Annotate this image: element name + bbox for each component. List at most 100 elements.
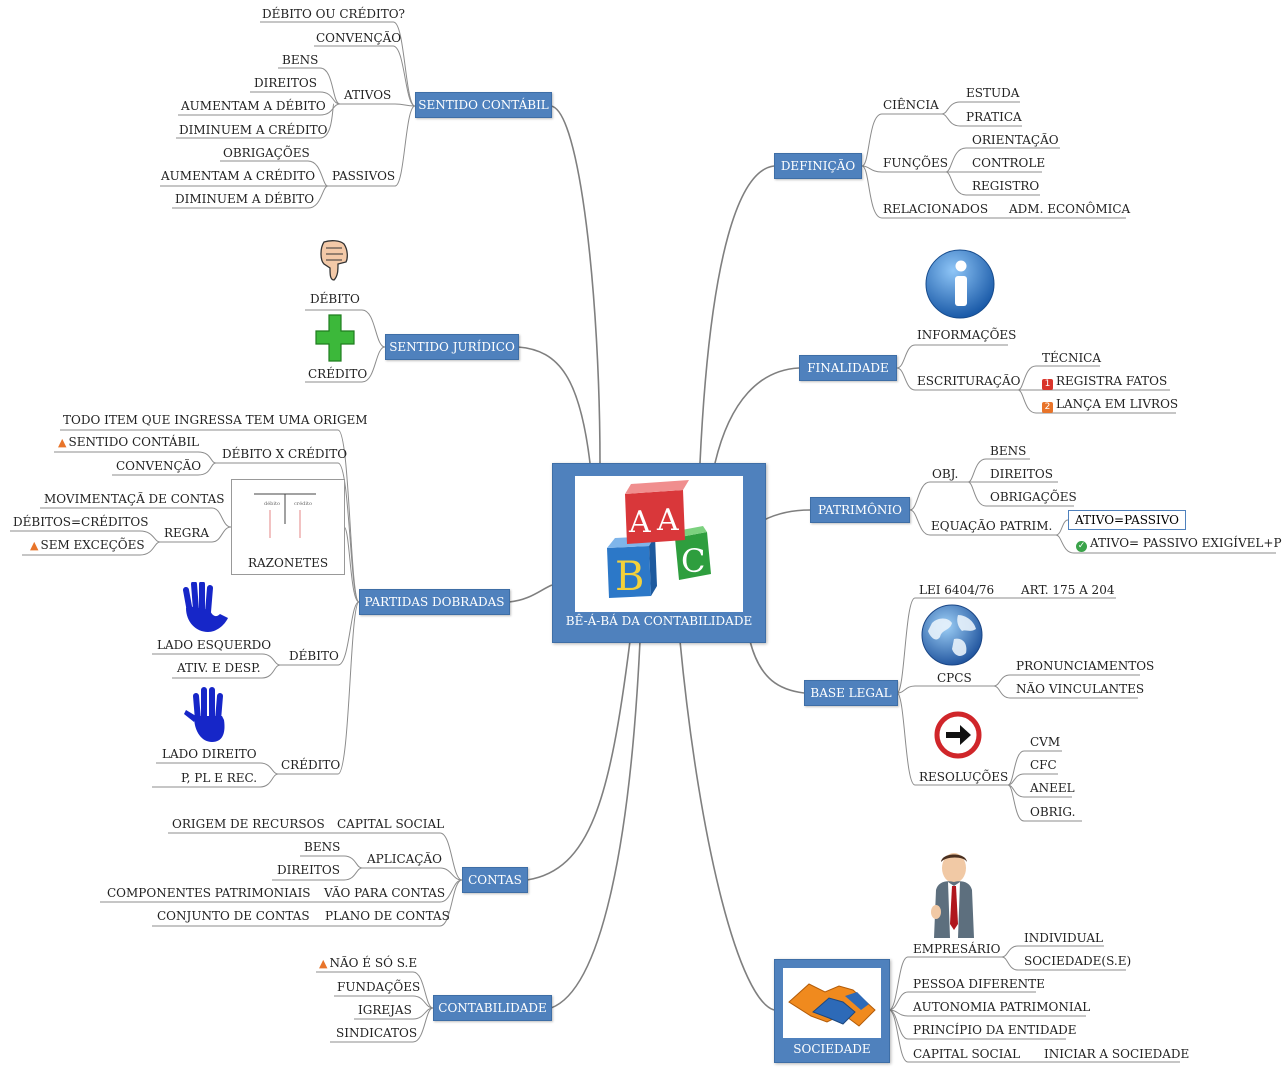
subtopic-cpcs[interactable]: CPCS: [937, 671, 972, 685]
subtopic-lado-direito[interactable]: LADO DIREITO: [162, 747, 257, 761]
subtopic-aplicacao[interactable]: APLICAÇÃO: [367, 852, 442, 866]
subtopic-autonomia-patrimonial[interactable]: AUTONOMIA PATRIMONIAL: [913, 1000, 1091, 1014]
subtopic-aumentam-a-debito[interactable]: AUMENTAM A DÉBITO: [181, 99, 326, 113]
subtopic-bens-patrim[interactable]: BENS: [990, 444, 1027, 458]
subtopic-obrig[interactable]: OBRIG.: [1030, 805, 1076, 819]
subtopic-registro[interactable]: REGISTRO: [972, 179, 1040, 193]
subtopic-credito-juridico[interactable]: CRÉDITO: [308, 367, 368, 381]
subtopic-fundacoes[interactable]: FUNDAÇÕES: [337, 980, 421, 994]
subtopic-pessoa-diferente[interactable]: PESSOA DIFERENTE: [913, 977, 1045, 991]
subtopic-empresario[interactable]: EMPRESÁRIO: [913, 942, 1001, 956]
subtopic-funcoes[interactable]: FUNÇÕES: [883, 156, 948, 170]
subtopic-tecnica[interactable]: TÉCNICA: [1042, 351, 1102, 365]
subtopic-escrituracao[interactable]: ESCRITURAÇÃO: [917, 374, 1021, 388]
central-topic[interactable]: C B A A BÊ-Á-BÁ DA CONTABILIDADE: [552, 463, 766, 643]
topic-base-legal[interactable]: BASE LEGAL: [804, 680, 898, 706]
subtopic-cvm[interactable]: CVM: [1030, 735, 1061, 749]
subtopic-debito-x-credito[interactable]: DÉBITO X CRÉDITO: [222, 447, 348, 461]
subtopic-conjunto-contas[interactable]: CONJUNTO DE CONTAS: [157, 909, 310, 923]
subtopic-credito-pd[interactable]: CRÉDITO: [281, 758, 341, 772]
subtopic-bens-contas[interactable]: BENS: [304, 840, 341, 854]
subtopic-orientacao[interactable]: ORIENTAÇÃO: [972, 133, 1059, 147]
topic-contabilidade[interactable]: CONTABILIDADE: [433, 995, 552, 1021]
subtopic-lado-esquerdo[interactable]: LADO ESQUERDO: [157, 638, 272, 652]
subtopic-direitos-patrim[interactable]: DIREITOS: [990, 467, 1053, 481]
subtopic-todo-item[interactable]: TODO ITEM QUE INGRESSA TEM UMA ORIGEM: [63, 413, 368, 427]
topic-partidas-dobradas[interactable]: PARTIDAS DOBRADAS: [359, 589, 510, 615]
subtopic-controle[interactable]: CONTROLE: [972, 156, 1046, 170]
subtopic-relacionados[interactable]: RELACIONADOS: [883, 202, 989, 216]
left-hand-icon: [180, 581, 232, 640]
subtopic-regra[interactable]: REGRA: [164, 526, 210, 540]
subtopic-convencao[interactable]: CONVENÇÃO: [316, 31, 402, 45]
razonetes-node[interactable]: débito crédito RAZONETES: [231, 479, 345, 575]
subtopic-obj[interactable]: OBJ.: [932, 467, 959, 481]
subtopic-ativo-passivo-exigivel[interactable]: ✓ATIVO= PASSIVO EXIGÍVEL+PL: [1076, 536, 1282, 552]
subtopic-diminuem-a-credito[interactable]: DIMINUEM A CRÉDITO: [179, 123, 328, 137]
subtopic-obrigacoes[interactable]: OBRIGAÇÕES: [223, 146, 310, 160]
subtopic-pronunciamentos[interactable]: PRONUNCIAMENTOS: [1016, 659, 1155, 673]
subtopic-individual[interactable]: INDIVIDUAL: [1024, 931, 1104, 945]
topic-sociedade-label: SOCIEDADE: [793, 1042, 871, 1056]
subtopic-p-pl-rec[interactable]: P, PL E REC.: [181, 771, 258, 785]
subtopic-obrigacoes-patrim[interactable]: OBRIGAÇÕES: [990, 490, 1077, 504]
subtopic-componentes[interactable]: COMPONENTES PATRIMONIAIS: [107, 886, 311, 900]
subtopic-estuda[interactable]: ESTUDA: [966, 86, 1020, 100]
subtopic-passivos[interactable]: PASSIVOS: [332, 169, 396, 183]
subtopic-art-175[interactable]: ART. 175 A 204: [1021, 583, 1115, 597]
subtopic-direitos-contas[interactable]: DIREITOS: [277, 863, 340, 877]
subtopic-cfc[interactable]: CFC: [1030, 758, 1057, 772]
subtopic-vao-para-contas[interactable]: VÃO PARA CONTAS: [324, 886, 446, 900]
subtopic-debito-juridico[interactable]: DÉBITO: [310, 292, 360, 306]
topic-patrimonio[interactable]: PATRIMÔNIO: [810, 497, 910, 523]
topic-sociedade[interactable]: SOCIEDADE: [774, 959, 890, 1063]
svg-text:A: A: [656, 503, 679, 538]
subtopic-sociedade-se[interactable]: SOCIEDADE(S.E): [1024, 954, 1132, 968]
subtopic-capital-social-soc[interactable]: CAPITAL SOCIAL: [913, 1047, 1021, 1061]
subtopic-principio-entidade[interactable]: PRINCÍPIO DA ENTIDADE: [913, 1023, 1077, 1037]
subtopic-convencao-pd[interactable]: CONVENÇÃO: [116, 459, 202, 473]
check-icon: ✓: [1076, 541, 1087, 552]
subtopic-adm-economica[interactable]: ADM. ECONÔMICA: [1009, 202, 1131, 216]
subtopic-sentido-contabil-ref[interactable]: ▲SENTIDO CONTÁBIL: [58, 435, 200, 449]
subtopic-equacao-patrim[interactable]: EQUAÇÃO PATRIM.: [931, 519, 1053, 533]
subtopic-ativo-passivo[interactable]: ATIVO=PASSIVO: [1068, 510, 1187, 530]
subtopic-nao-e-so-se[interactable]: ▲NÃO É SÓ S.E: [319, 956, 418, 970]
topic-sentido-contabil[interactable]: SENTIDO CONTÁBIL: [415, 92, 552, 118]
subtopic-ativos[interactable]: ATIVOS: [344, 88, 392, 102]
warning-icon: ▲: [30, 539, 39, 552]
topic-finalidade[interactable]: FINALIDADE: [799, 355, 897, 381]
subtopic-sem-excecoes[interactable]: ▲SEM EXCEÇÕES: [30, 538, 145, 552]
subtopic-origem-recursos[interactable]: ORIGEM DE RECURSOS: [172, 817, 325, 831]
subtopic-igrejas[interactable]: IGREJAS: [358, 1003, 412, 1017]
handshake-icon: [783, 968, 881, 1038]
topic-sentido-juridico[interactable]: SENTIDO JURÍDICO: [385, 334, 519, 360]
subtopic-resolucoes[interactable]: RESOLUÇÕES: [919, 770, 1009, 784]
plus-icon: [314, 313, 356, 367]
subtopic-movimentacao[interactable]: MOVIMENTAÇÃ DE CONTAS: [44, 492, 225, 506]
subtopic-plano-contas[interactable]: PLANO DE CONTAS: [325, 909, 450, 923]
topic-definicao[interactable]: DEFINIÇÃO: [774, 153, 862, 179]
subtopic-debitos-creditos[interactable]: DÉBITOS=CRÉDITOS: [13, 515, 149, 529]
subtopic-nao-vinculantes[interactable]: NÃO VINCULANTES: [1016, 682, 1145, 696]
subtopic-pratica[interactable]: PRATICA: [966, 110, 1022, 124]
subtopic-iniciar-sociedade[interactable]: INICIAR A SOCIEDADE: [1044, 1047, 1190, 1061]
subtopic-capital-social[interactable]: CAPITAL SOCIAL: [337, 817, 445, 831]
subtopic-diminuem-a-debito[interactable]: DIMINUEM A DÉBITO: [175, 192, 315, 206]
topic-contas[interactable]: CONTAS: [462, 867, 528, 893]
subtopic-direitos[interactable]: DIREITOS: [254, 76, 317, 90]
subtopic-aneel[interactable]: ANEEL: [1030, 781, 1075, 795]
subtopic-ciencia[interactable]: CIÊNCIA: [883, 98, 939, 112]
businessman-icon: [928, 850, 978, 944]
svg-text:C: C: [681, 542, 705, 580]
subtopic-ativ-desp[interactable]: ATIV. E DESP.: [177, 661, 261, 675]
subtopic-lei-6404[interactable]: LEI 6404/76: [919, 583, 995, 597]
subtopic-debito-ou-credito[interactable]: DÉBITO OU CRÉDITO?: [262, 7, 405, 21]
subtopic-debito-pd[interactable]: DÉBITO: [289, 649, 339, 663]
subtopic-aumentam-a-credito[interactable]: AUMENTAM A CRÉDITO: [161, 169, 316, 183]
subtopic-sindicatos[interactable]: SINDICATOS: [336, 1026, 418, 1040]
subtopic-informacoes[interactable]: INFORMAÇÕES: [917, 328, 1017, 342]
subtopic-bens[interactable]: BENS: [282, 53, 319, 67]
